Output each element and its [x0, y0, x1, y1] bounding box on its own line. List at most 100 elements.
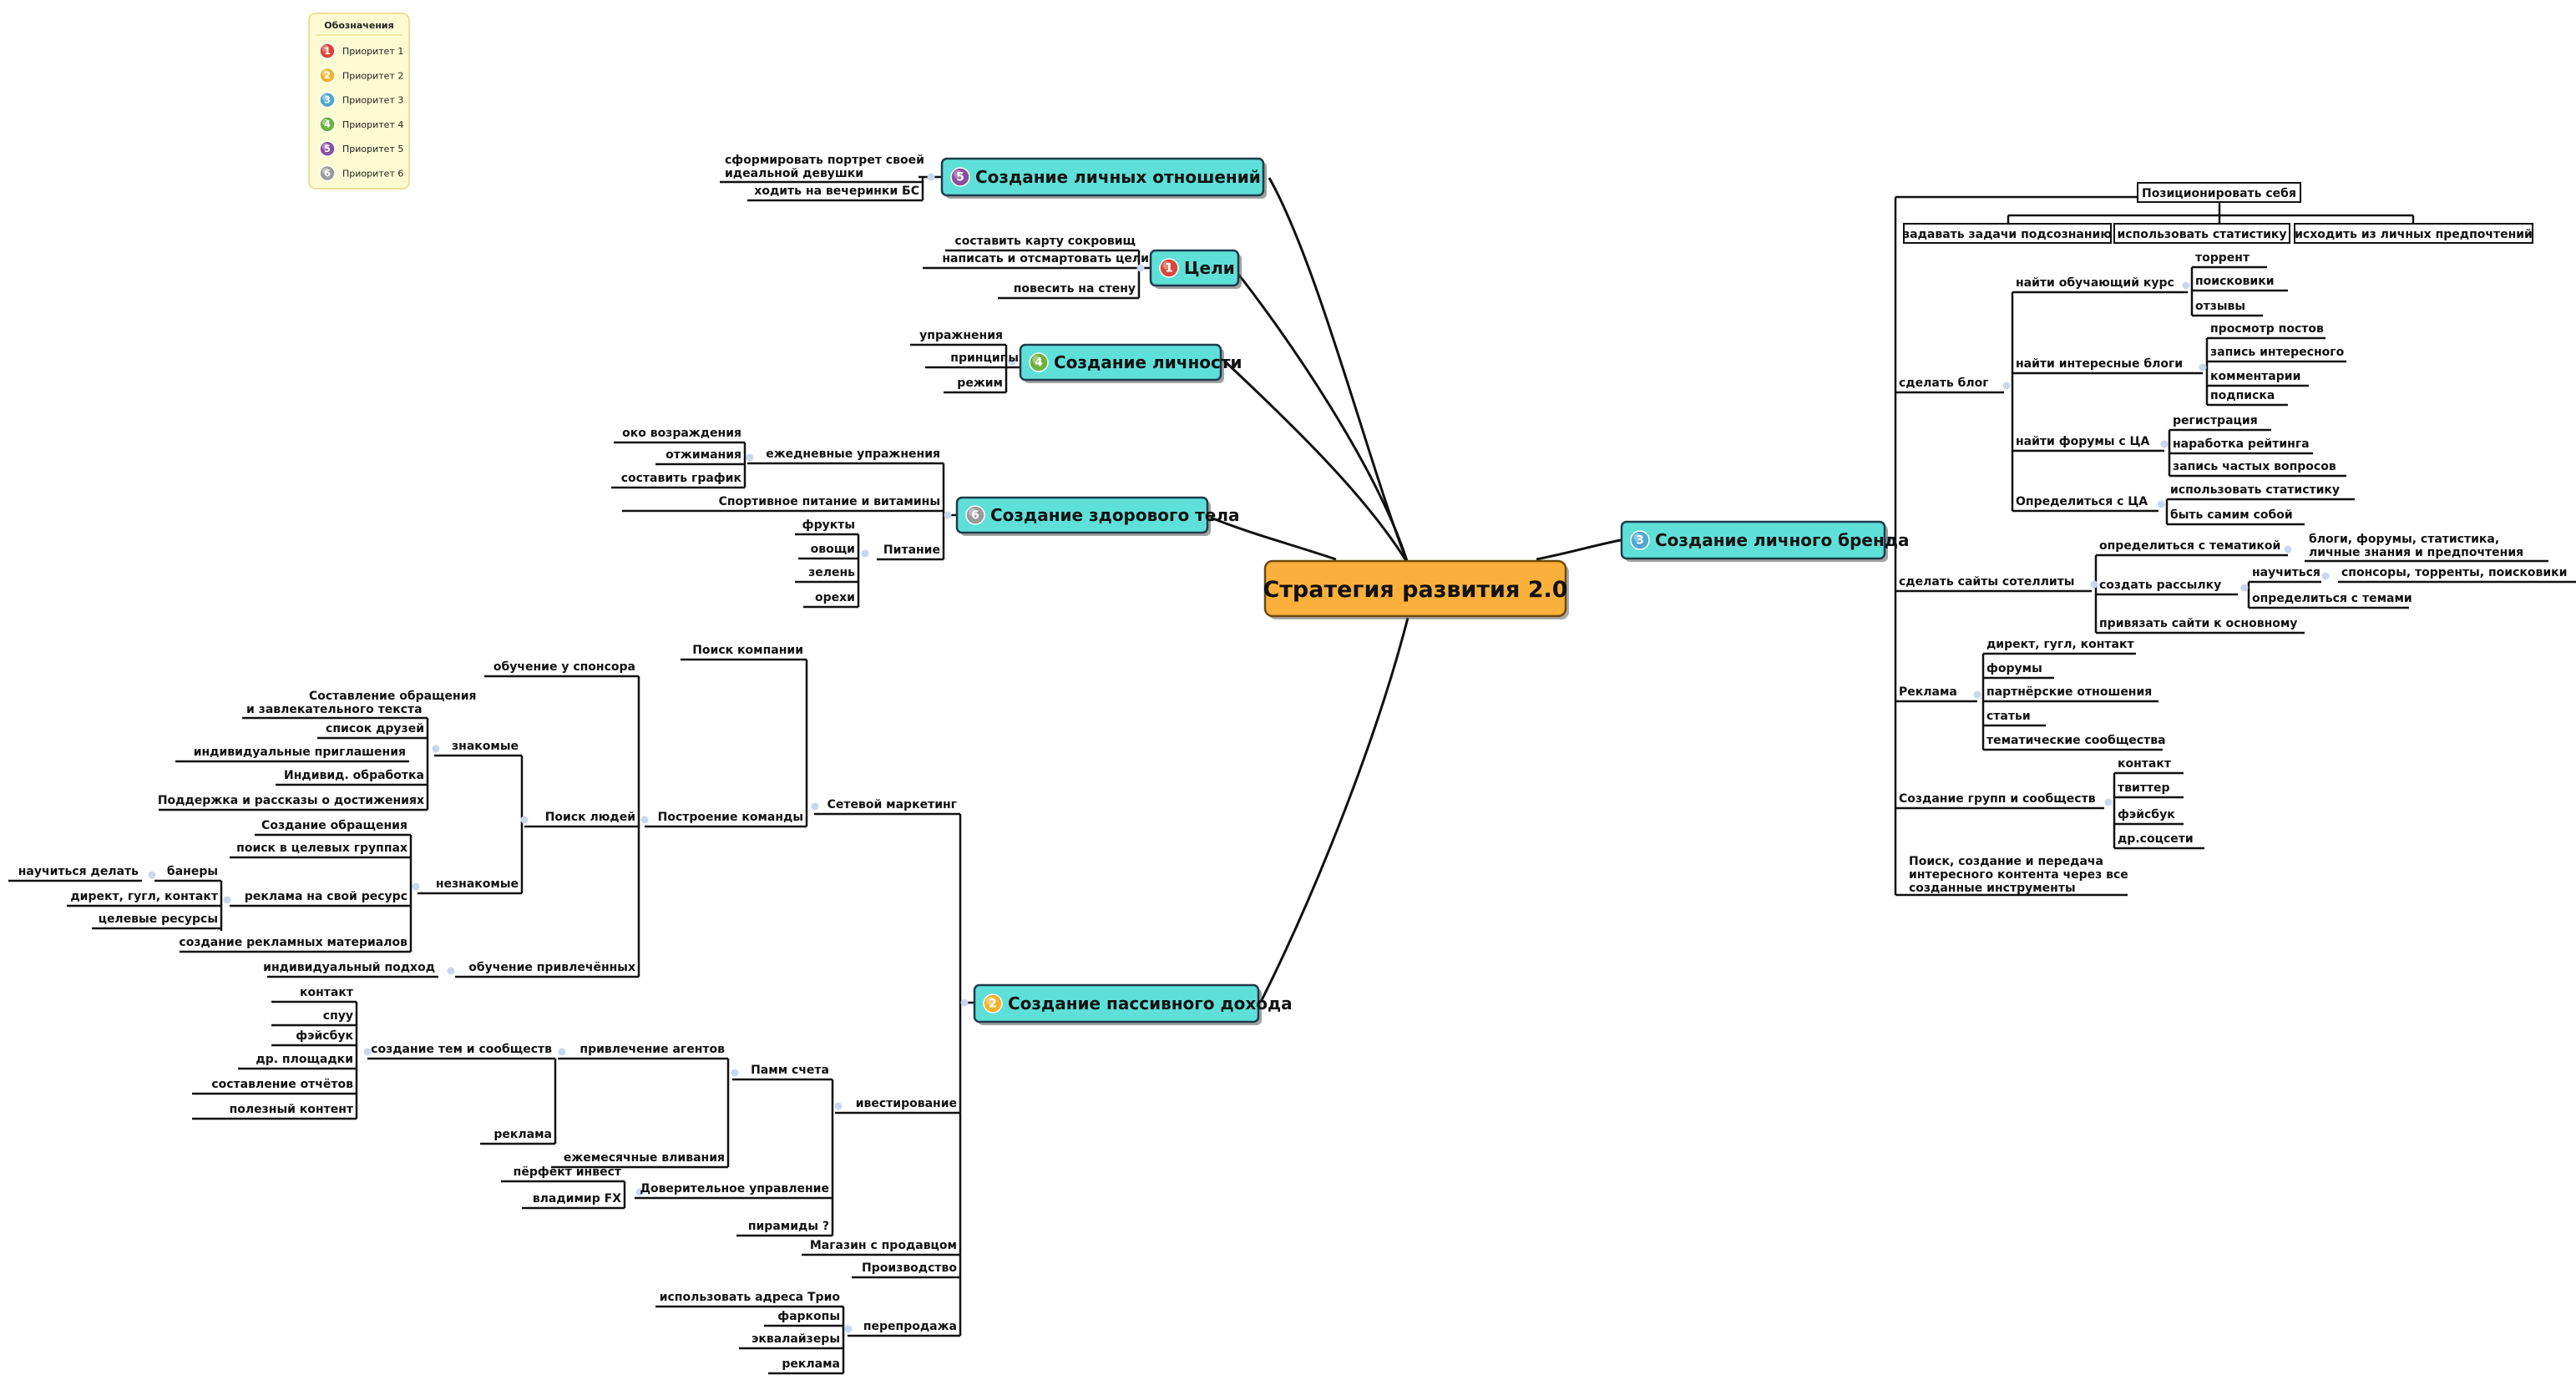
goals-item: составить карту сокровищ — [954, 235, 1136, 248]
personality-item: режим — [957, 377, 1003, 390]
health-food-item: фрукты — [802, 518, 855, 532]
central-topic[interactable] — [1263, 559, 1567, 618]
collapse-dot[interactable] — [2104, 798, 2113, 806]
passive-people: Поиск людей — [545, 811, 635, 824]
collapse-dot[interactable] — [2199, 363, 2207, 372]
passive-known-item: индивидуальные приглашения — [194, 746, 406, 759]
collapse-dot[interactable] — [558, 1048, 566, 1056]
passive-groups-item: составление отчётов — [211, 1078, 353, 1091]
topic-passive[interactable] — [973, 983, 1260, 1024]
branch-relations — [1268, 177, 1409, 564]
passive-trust-item: владимир FX — [533, 1192, 621, 1206]
position-item-box[interactable] — [1903, 223, 2112, 244]
collapse-dot[interactable] — [640, 816, 649, 824]
passive-resale-item: использовать адреса Трио — [660, 1291, 841, 1304]
passive-agents: привлечение агентов — [579, 1043, 725, 1056]
legend-item-label: Приоритет 2 — [342, 70, 403, 81]
svg-text:2: 2 — [989, 998, 997, 1011]
collapse-dot[interactable] — [447, 967, 455, 975]
collapse-dot[interactable] — [2002, 382, 2011, 390]
branch-personality — [1222, 359, 1409, 564]
position-item-box[interactable] — [2113, 223, 2290, 244]
collapse-dot[interactable] — [2321, 572, 2330, 580]
passive-known-item: Составление обращения — [309, 690, 477, 703]
legend-priority-2-icon: 2 — [319, 67, 336, 84]
topic-personality[interactable] — [1019, 343, 1222, 382]
topic-health-priority-icon: 6 — [965, 505, 985, 525]
collapse-dots — [148, 173, 2330, 1333]
collapse-dot[interactable] — [927, 173, 935, 181]
passive-trust: Доверительное управление — [640, 1182, 829, 1195]
collapse-dot[interactable] — [731, 1069, 739, 1077]
branch-brand — [1536, 537, 1631, 561]
position-item-box[interactable] — [2294, 223, 2533, 244]
collapse-dot[interactable] — [223, 896, 231, 904]
legend-item-label: Приоритет 3 — [342, 95, 403, 106]
collapse-dot[interactable] — [363, 1048, 372, 1056]
health-daily: ежедневные упражнения — [766, 447, 940, 461]
collapse-dot[interactable] — [944, 511, 952, 519]
collapse-dot[interactable] — [1973, 690, 1981, 699]
brand-ads-item: тематические сообщества — [1986, 734, 2166, 747]
svg-text:4: 4 — [1035, 356, 1043, 370]
brand-blogs-item: подписка — [2210, 389, 2275, 402]
legend-item-label: Приоритет 6 — [342, 169, 403, 179]
collapse-dot[interactable] — [811, 802, 819, 811]
collapse-dot[interactable] — [1008, 357, 1016, 366]
collapse-dot[interactable] — [2157, 500, 2165, 508]
brand-course-item: торрент — [2195, 251, 2250, 265]
svg-text:4: 4 — [324, 119, 331, 130]
passive-prod: Производство — [862, 1261, 957, 1275]
passive-groups-item: полезный контент — [230, 1103, 354, 1116]
legend-priority-1-icon: 1 — [319, 43, 336, 59]
svg-text:1: 1 — [1165, 262, 1173, 275]
svg-text:1: 1 — [324, 46, 331, 57]
collapse-dot[interactable] — [148, 871, 156, 879]
position-box[interactable] — [2137, 182, 2301, 203]
brand-blogs-item: запись интересного — [2210, 346, 2345, 359]
collapse-dot[interactable] — [834, 1102, 843, 1110]
collapse-dot[interactable] — [2160, 440, 2169, 448]
collapse-dot[interactable] — [960, 998, 969, 1007]
collapse-dot[interactable] — [746, 453, 754, 462]
brand-ads-item: директ, гугл, контакт — [1986, 638, 2134, 651]
collapse-dot[interactable] — [432, 745, 440, 753]
collapse-dot[interactable] — [2090, 580, 2098, 589]
passive-groups-item: др. площадки — [256, 1053, 353, 1066]
topic-relations[interactable] — [940, 157, 1265, 197]
collapse-dot[interactable] — [412, 882, 420, 891]
brand-blogs: найти интересные блоги — [2016, 357, 2183, 371]
topic-brand[interactable] — [1620, 520, 1886, 560]
topic-relations-priority-icon: 5 — [950, 167, 970, 187]
relations-item: сформировать портрет своей — [725, 154, 924, 167]
connector-lines — [8, 175, 2576, 1375]
passive-company: Поиск компании — [692, 644, 803, 657]
collapse-dot[interactable] — [1136, 264, 1145, 272]
collapse-dot[interactable] — [844, 1325, 853, 1333]
svg-text:3: 3 — [1636, 534, 1644, 548]
collapse-dot[interactable] — [2240, 584, 2249, 592]
topic-brand-priority-icon: 3 — [1630, 530, 1650, 550]
collapse-dot[interactable] — [520, 816, 529, 824]
passive-indiv: индивидуальный подход — [263, 961, 435, 974]
brand-groups-item: фэйсбук — [2118, 808, 2175, 821]
brand-theme-note: личные знания и предпочтения — [2309, 546, 2523, 559]
health-daily-item: составить график — [621, 472, 742, 485]
collapse-dot[interactable] — [635, 1188, 644, 1196]
collapse-dot[interactable] — [2182, 281, 2190, 290]
brand-blogs-item: просмотр постов — [2210, 322, 2324, 336]
brand-content: интересного контента через все — [1909, 868, 2128, 882]
brand-forums-item: запись частых вопросов — [2173, 460, 2336, 473]
health-sport: Спортивное питание и витамины — [719, 495, 940, 508]
passive-train: обучение привлечённых — [468, 961, 635, 974]
position-item-box-label: исходить из личных предпочтений — [2295, 228, 2533, 241]
collapse-dot[interactable] — [861, 549, 869, 558]
topic-health[interactable] — [955, 496, 1209, 534]
brand-ads-item: партнёрские отношения — [1986, 685, 2152, 699]
legend-item-label: Приоритет 5 — [342, 144, 403, 154]
collapse-dot[interactable] — [2284, 545, 2292, 554]
goals-item: повесить на стену — [1014, 282, 1136, 296]
brand-blogs-item: комментарии — [2210, 370, 2300, 383]
